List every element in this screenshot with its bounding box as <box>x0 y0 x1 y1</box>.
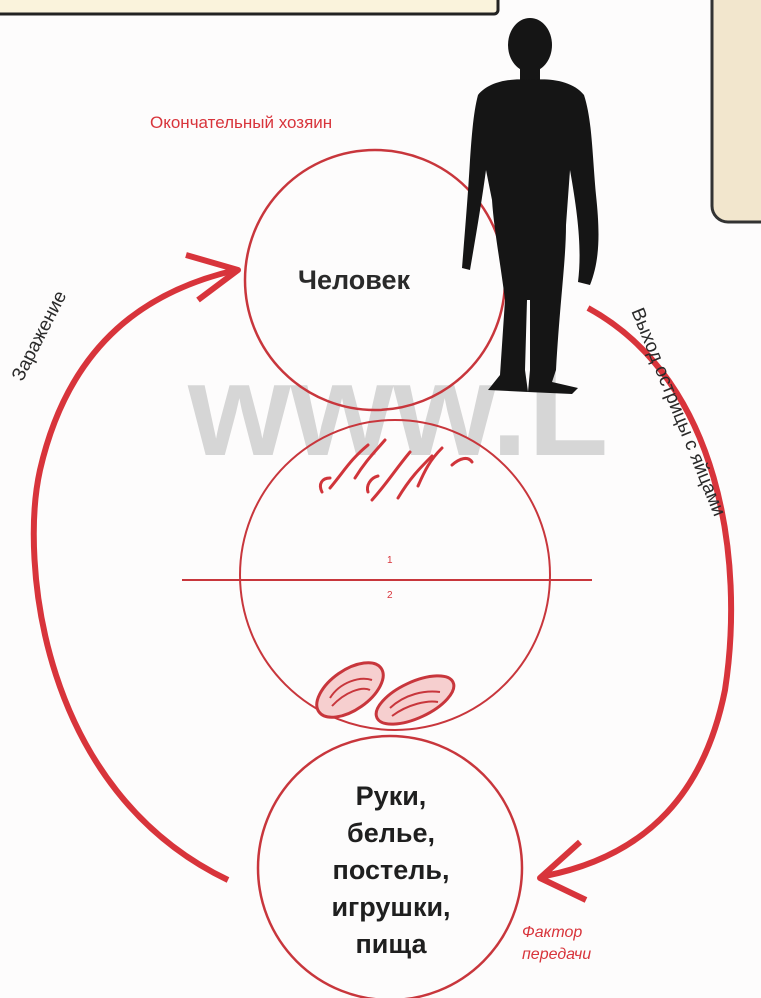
cycle-number-bottom: 2 <box>387 590 393 601</box>
objects-line: пища <box>258 926 524 963</box>
transmission-factor-line: передачи <box>522 944 591 966</box>
objects-line: Руки, <box>258 778 524 815</box>
transmission-factor-line: Фактор <box>522 922 591 944</box>
objects-line: белье, <box>258 815 524 852</box>
eggs-icon <box>307 652 460 734</box>
definitive-host-label: Окончательный хозяин <box>150 113 332 133</box>
transmission-objects-label: Руки, белье, постель, игрушки, пища <box>258 778 524 963</box>
objects-line: игрушки, <box>258 889 524 926</box>
objects-line: постель, <box>258 852 524 889</box>
cycle-number-top: 1 <box>387 555 393 566</box>
human-label: Человек <box>298 265 410 296</box>
transmission-factor-label: Фактор передачи <box>522 922 591 966</box>
top-left-box <box>0 0 498 14</box>
top-right-box <box>712 0 761 222</box>
